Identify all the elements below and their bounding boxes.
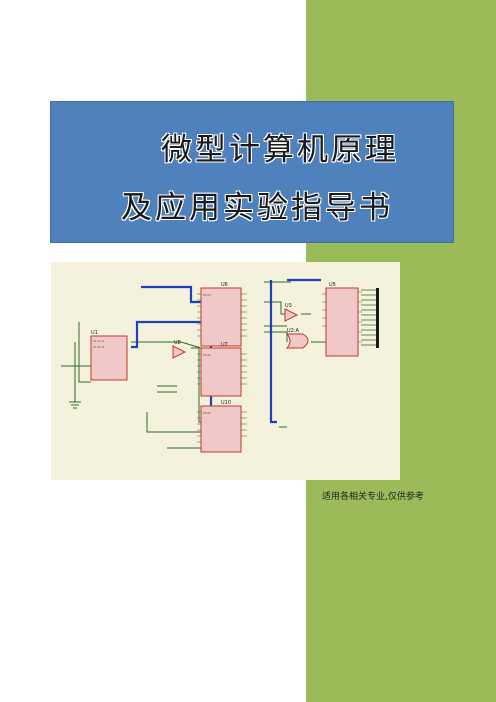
- label-u5: U5: [329, 282, 336, 288]
- subtitle-text: 适用各相关专业,仅供参考: [322, 492, 424, 502]
- label-u7: U7: [221, 342, 228, 348]
- label-u10: U10: [221, 400, 231, 406]
- label-u1: U1: [91, 330, 98, 336]
- svg-text:D0 Q0: D0 Q0: [203, 353, 211, 357]
- label-u8: U8: [174, 340, 181, 346]
- title-box: 微型计算机原理 及应用实验指导书: [51, 102, 453, 242]
- svg-text:A0 A1 A2: A0 A1 A2: [93, 339, 105, 343]
- label-u2a: U2:A: [287, 328, 300, 334]
- svg-text:D0 Q0: D0 Q0: [203, 411, 211, 415]
- svg-text:A3 A4 A5: A3 A4 A5: [93, 345, 105, 349]
- label-u3: U3: [285, 303, 292, 309]
- label-u6: U6: [221, 282, 228, 288]
- title-line-2: 及应用实验指导书: [121, 190, 393, 226]
- svg-text:D0 Q0: D0 Q0: [203, 293, 211, 297]
- title-line-1: 微型计算机原理: [161, 132, 399, 168]
- circuit-schematic: A0 A1 A2 A3 A4 A5 D0 Q0 D0 Q0 D0 Q0 U1 U…: [51, 262, 400, 480]
